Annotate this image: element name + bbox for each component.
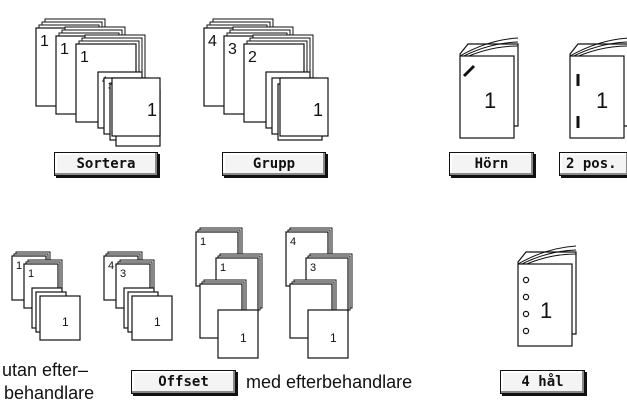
svg-text:3: 3 [310,262,316,274]
fourhole-booklet-number: 1 [540,298,552,323]
svg-text:2: 2 [248,49,257,66]
nofin-sort-front [39,295,81,341]
two-pos-button[interactable]: 2 pos. [559,152,627,176]
fourhole-booklet-curl-0 [517,245,577,265]
corner-staple [462,64,476,78]
punch-hole-3 [522,310,530,318]
caption-without-finisher-line1: utan efter– [2,360,89,380]
fin-sort-front [217,309,259,359]
svg-text:1: 1 [40,33,49,50]
fin-sort-front-number: 1 [240,331,247,345]
nofin-group-front-number: 1 [154,315,161,329]
twopos-booklet-curl-0 [569,37,627,57]
nofin-group-front [131,295,173,341]
punch-hole-4 [522,327,530,335]
corner-booklet-number: 1 [484,88,496,113]
svg-text:1: 1 [80,49,89,66]
fin-group-front-number: 1 [330,331,337,345]
fin-group-front [307,309,349,359]
svg-text:4: 4 [208,33,217,50]
svg-text:1: 1 [28,268,34,280]
corner-booklet-curl-0 [459,37,519,57]
grupp-button[interactable]: Grupp [222,152,326,176]
nofin-sort-front-number: 1 [62,315,69,329]
svg-text:1: 1 [200,236,206,248]
horn-button[interactable]: Hörn [449,152,534,176]
svg-text:1: 1 [16,260,22,272]
svg-text:1: 1 [220,262,226,274]
group-front-number: 1 [313,100,323,120]
sort-front-page [111,77,161,137]
punch-hole-2 [522,293,530,301]
punch-hole-1 [522,276,530,284]
svg-text:1: 1 [60,41,69,58]
svg-text:3: 3 [228,41,237,58]
sort-front-number: 1 [147,100,157,120]
twopos-booklet-number: 1 [596,88,608,113]
caption-without-finisher-line2: behandlare [4,383,95,403]
svg-text:4: 4 [108,260,114,272]
group-front-page [279,77,329,137]
svg-text:3: 3 [120,268,126,280]
svg-text:4: 4 [290,236,296,248]
four-hal-button[interactable]: 4 hål [500,370,585,394]
offset-button[interactable]: Offset [131,370,236,394]
caption-with-finisher: med efterbehandlare [246,372,413,392]
sortera-button[interactable]: Sortera [54,152,158,176]
